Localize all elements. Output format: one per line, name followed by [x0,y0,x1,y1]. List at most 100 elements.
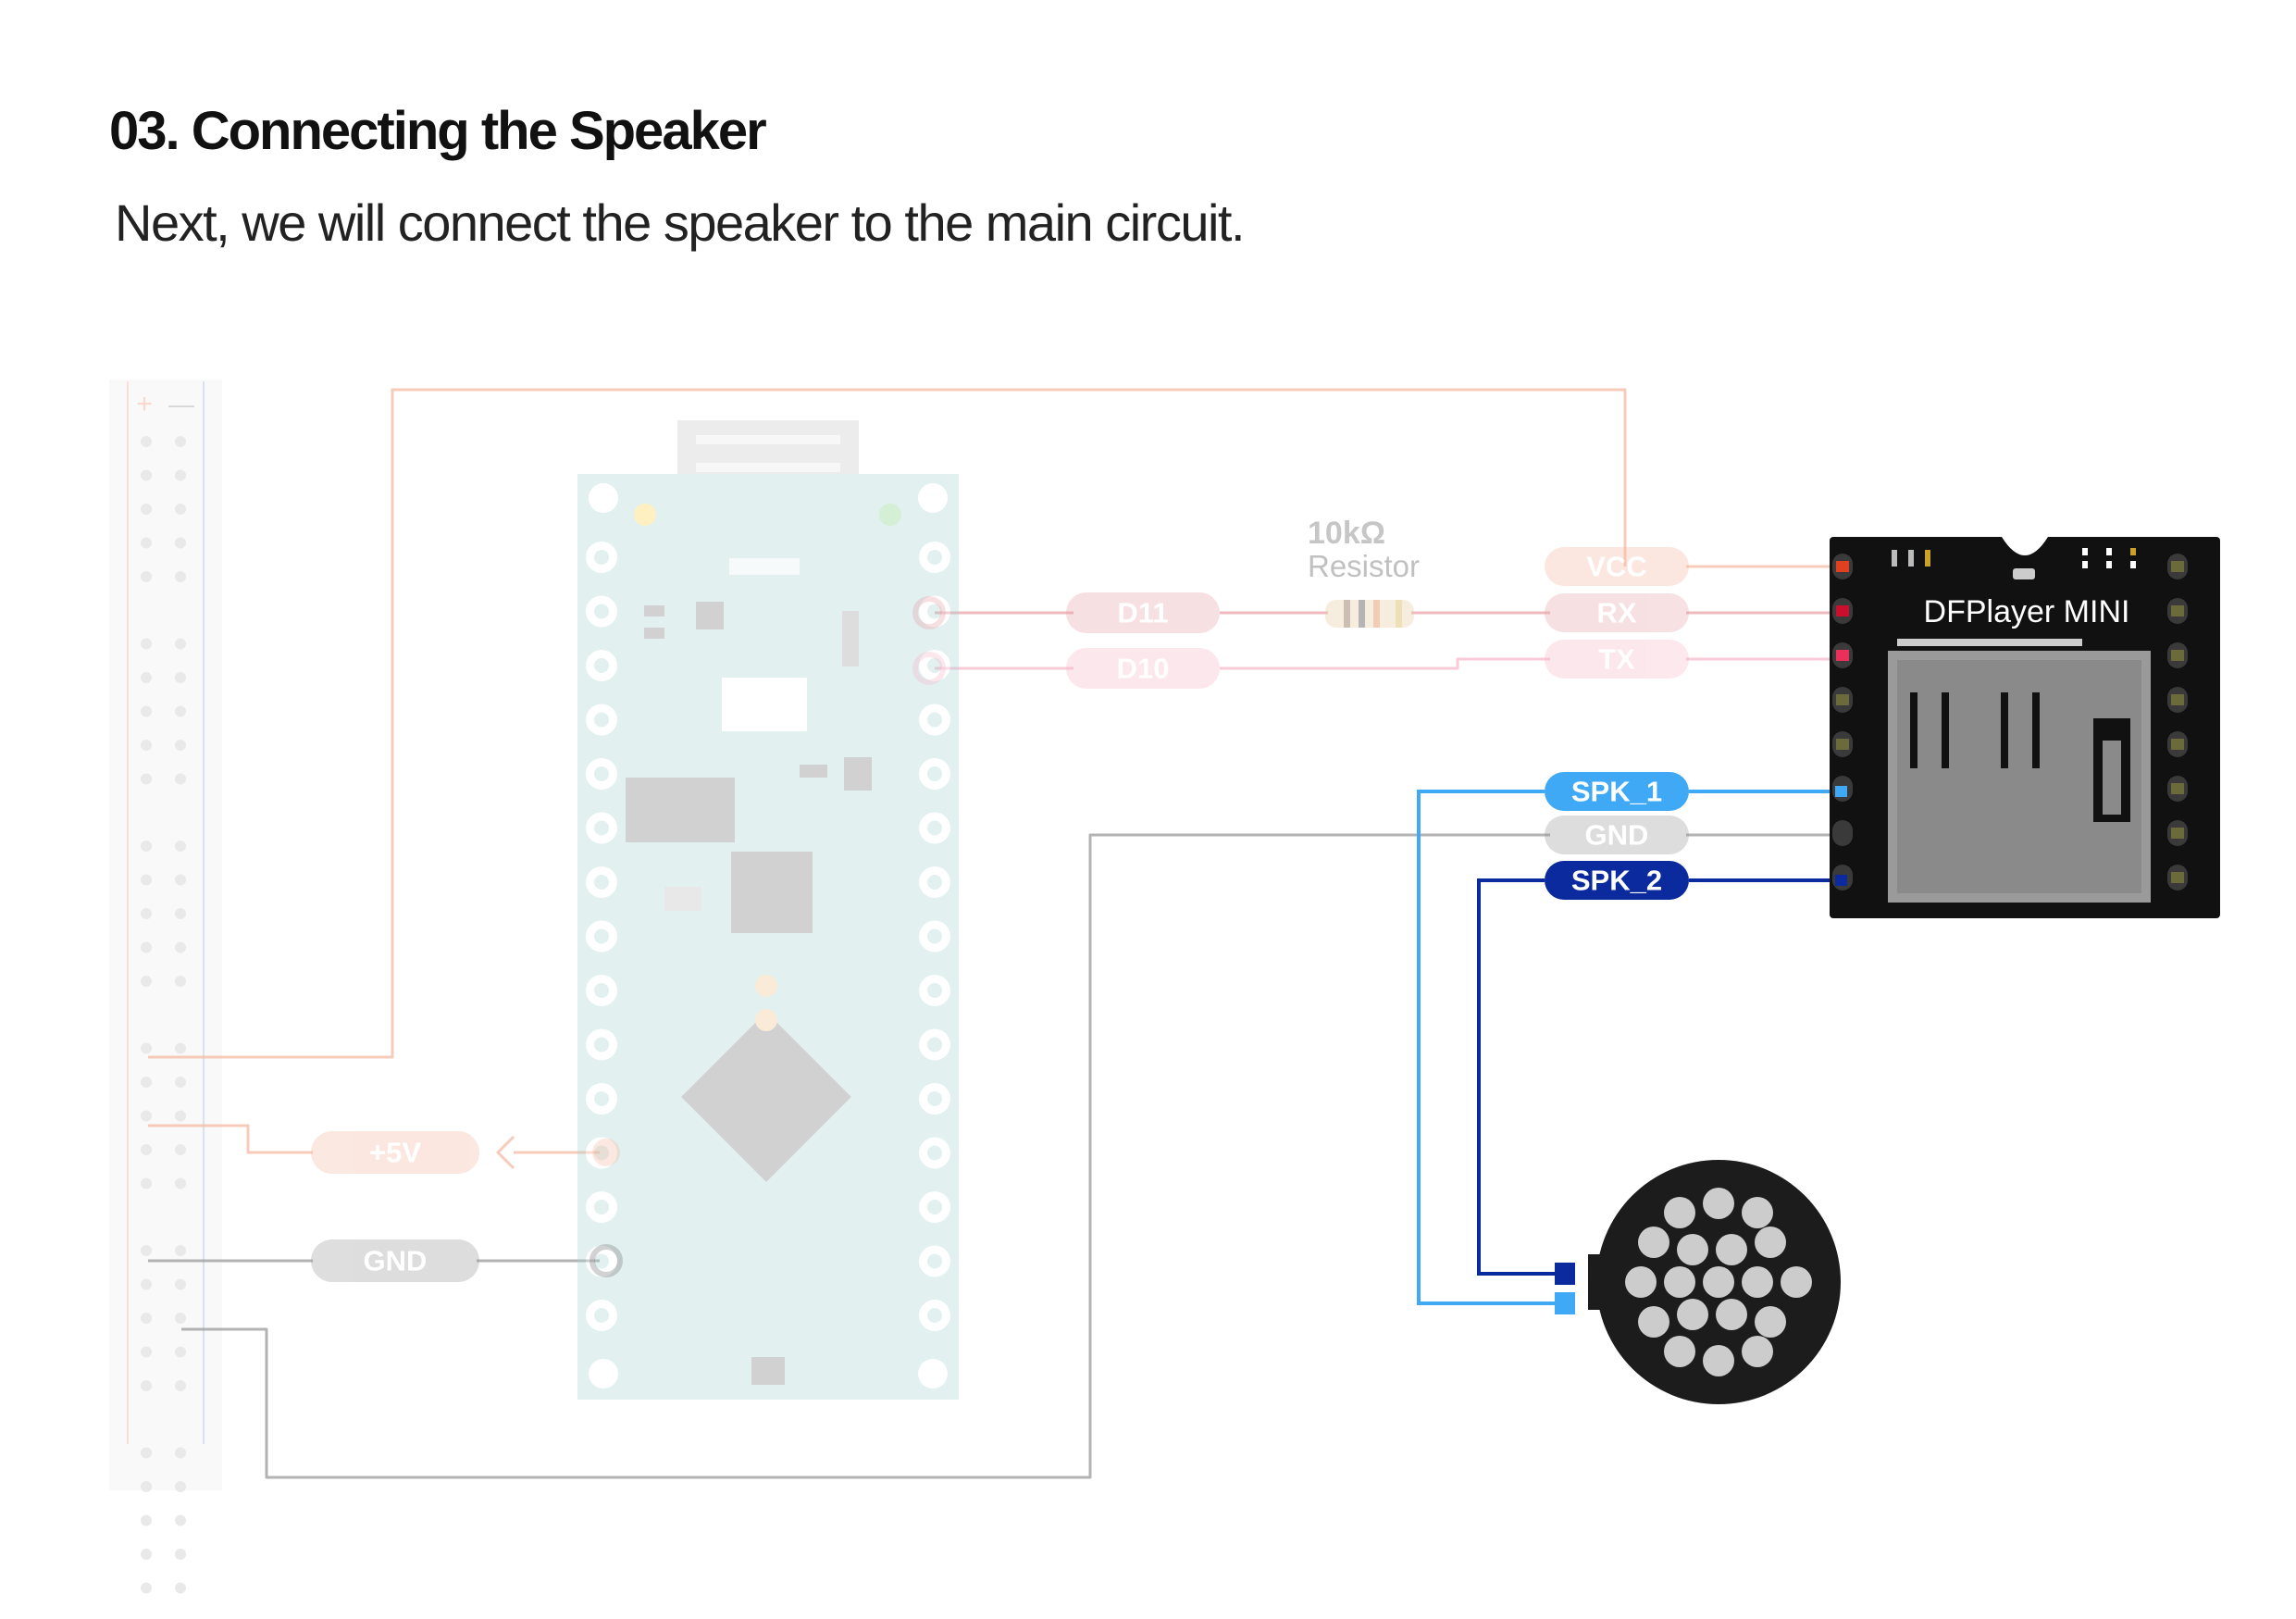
speaker-hole [1703,1345,1734,1376]
module-pin-pad [2171,561,2184,572]
module-pin-pad [1836,650,1849,661]
nano-pin-hole [594,1091,609,1106]
speaker-hole [1755,1306,1786,1338]
dfplayer-module: DFPlayer MINI [1830,537,2220,918]
breadboard-hole [141,504,152,515]
speaker-hole [1742,1336,1773,1367]
nano-pin [919,1083,950,1115]
breadboard-hole [175,841,186,852]
speaker-hole [1625,1266,1657,1298]
nano-pin-hole [594,875,609,890]
breadboard-hole [175,1380,186,1391]
nano-pin [586,1191,617,1223]
breadboard-hole [175,638,186,650]
module-pin-pad [2171,694,2184,705]
nano-pin [919,1191,950,1223]
arduino-nano [577,420,959,1400]
nano-pin-hole [927,875,942,890]
breadboard-hole [175,1110,186,1122]
nano-pin-hole [594,766,609,781]
speaker-hole [1638,1227,1669,1258]
resistor-value: 10kΩ [1308,516,1385,551]
nano-pin-hole [594,712,609,728]
nano-pins-right [919,542,950,1331]
breadboard-hole [141,638,152,650]
speaker-hole [1742,1197,1773,1228]
breadboard-hole [175,1481,186,1492]
speaker-hole [1742,1266,1773,1298]
breadboard-hole [141,1313,152,1324]
nano-pin-hole [594,658,609,673]
speaker-hole [1703,1188,1734,1219]
nano-pin-hole [927,1037,942,1052]
speaker-hole [1664,1266,1695,1298]
breadboard-hole [141,537,152,549]
nano-pin [586,595,617,628]
nano-pin [919,812,950,844]
nano-pin [919,650,950,681]
nano-pin-hole [927,928,942,944]
speaker [1555,1160,1841,1404]
breadboard-hole [141,1582,152,1594]
breadboard-hole [175,504,186,515]
breadboard-hole [141,1110,152,1122]
nano-pin [586,650,617,681]
nano-pin-hole [594,604,609,619]
breadboard-hole [141,1042,152,1054]
breadboard-hole [175,740,186,751]
nano-pin-hole [927,766,942,781]
breadboard-hole [175,1144,186,1155]
gnd-module-label-text: GND [1585,819,1649,852]
nano-pins-left [586,542,617,1331]
nano-pin [586,1028,617,1061]
nano-pin-hole [594,550,609,565]
module-pin-pad [1836,605,1849,616]
breadboard-hole [141,1514,152,1526]
breadboard-hole [175,1447,186,1459]
module-pin-pad [2171,739,2184,750]
nano-pin-hole [927,1091,942,1106]
module-pin-pad [2171,783,2184,794]
resistor-body [1325,600,1414,628]
breadboard-hole [141,1346,152,1358]
nano-pin-hole [927,983,942,998]
speaker-hole [1703,1266,1734,1298]
nano-pin-hole [927,712,942,728]
module-pin-pad [1836,828,1849,839]
module-pin-pad [2171,605,2184,616]
breadboard-hole [141,705,152,717]
breadboard-hole [141,571,152,582]
nano-pin-hole [927,1253,942,1269]
nano-pin-hole [594,1200,609,1214]
module-pin-pad [2171,828,2184,839]
plus5v-label-text: +5V [369,1137,421,1169]
breadboard-hole [141,1077,152,1088]
nano-pin [586,1300,617,1331]
page-title: 03. Connecting the Speaker [109,101,767,161]
breadboard-hole [141,908,152,919]
tx-label-text: TX [1598,643,1635,676]
gnd-nano-label: GND [311,1239,479,1282]
breadboard-hole [175,1077,186,1088]
nano-pin [919,595,950,628]
breadboard-hole [175,1278,186,1290]
rx-label: RX [1545,593,1689,632]
speaker-hole [1664,1197,1695,1228]
nano-pin-hole [927,658,942,673]
speaker-hole [1716,1234,1747,1265]
speaker-hole [1638,1306,1669,1338]
faded-wires [148,388,1842,1479]
nano-pin [586,920,617,953]
nano-pin [586,1137,617,1169]
breadboard-hole [141,941,152,953]
module-pins-right [2167,554,2188,890]
nano-pin [586,1083,617,1115]
resistor-name: Resistor [1308,549,1420,583]
nano-pin [919,542,950,573]
module-pin-pad [1836,694,1849,705]
breadboard-holes [141,436,186,1594]
page-subtitle: Next, we will connect the speaker to the… [115,193,1246,252]
speaker-hole [1781,1266,1812,1298]
breadboard-hole [141,672,152,683]
